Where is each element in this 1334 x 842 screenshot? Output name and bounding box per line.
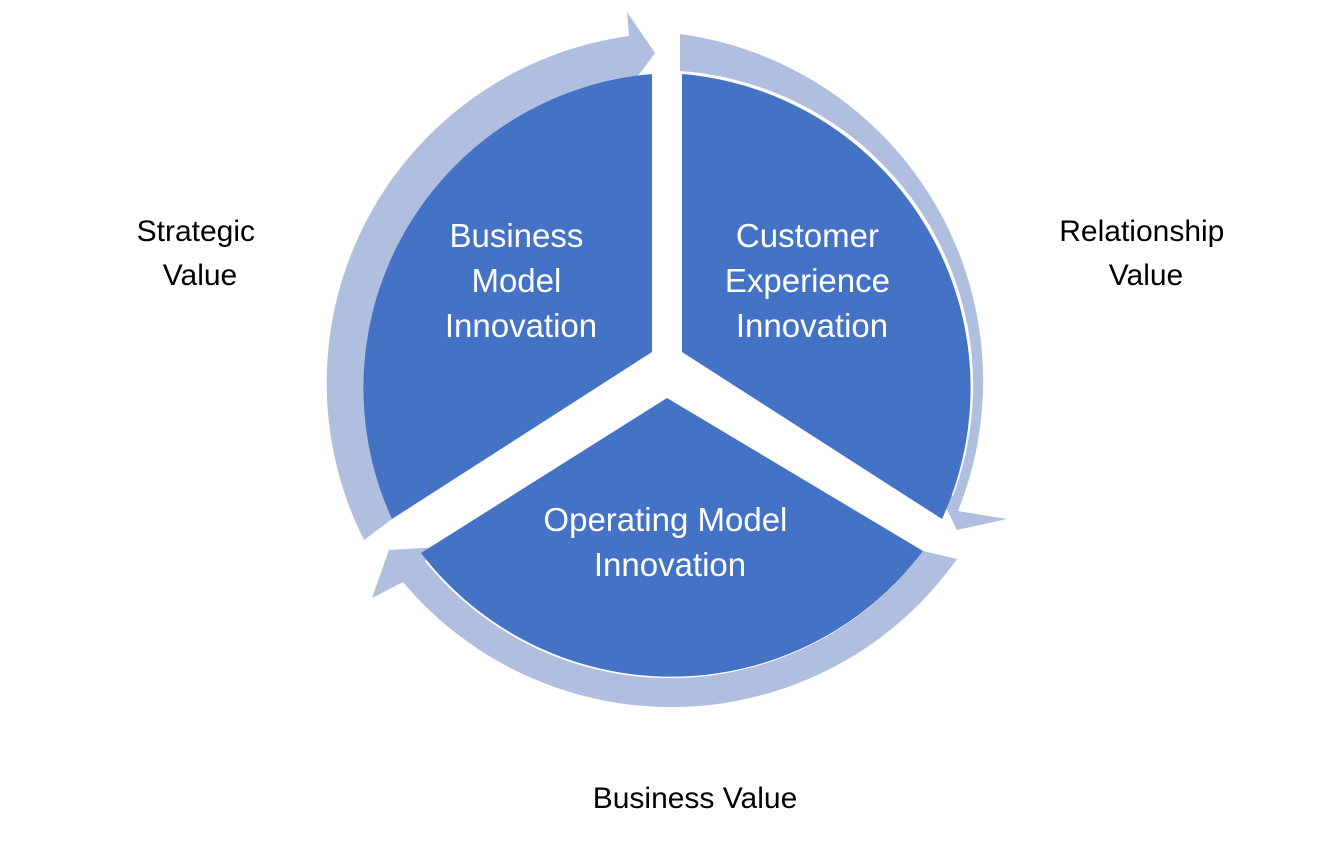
segment-operating-model-innovation — [421, 398, 923, 677]
segment-customer-experience-innovation — [682, 74, 971, 519]
segment-label-business-model: Business Model Innovation — [445, 217, 597, 344]
label-relationship-value: Relationship Value — [1059, 215, 1232, 292]
segment-label-customer-experience: Customer Experience Innovation — [725, 217, 899, 344]
segment-label-line: Business — [449, 217, 583, 254]
outer-label-line: Value — [1109, 259, 1184, 292]
label-strategic-value: Strategic Value — [137, 215, 264, 292]
segment-business-model-innovation — [363, 74, 652, 519]
segment-label-line: Innovation — [594, 546, 746, 583]
outer-label-line: Business Value — [593, 782, 798, 815]
outer-label-line: Value — [163, 259, 238, 292]
segment-label-line: Experience — [725, 262, 890, 299]
segment-label-line: Operating Model — [543, 501, 787, 538]
segment-label-line: Innovation — [445, 307, 597, 344]
segment-label-line: Customer — [736, 217, 879, 254]
outer-label-line: Strategic — [137, 215, 255, 248]
label-business-value: Business Value — [593, 782, 798, 815]
segment-label-line: Model — [471, 262, 561, 299]
segment-label-line: Innovation — [736, 307, 888, 344]
arrow-business-to-strategic — [372, 547, 957, 708]
outer-label-line: Relationship — [1059, 215, 1224, 248]
segment-label-operating-model: Operating Model Innovation — [543, 501, 796, 583]
pie — [363, 74, 971, 677]
